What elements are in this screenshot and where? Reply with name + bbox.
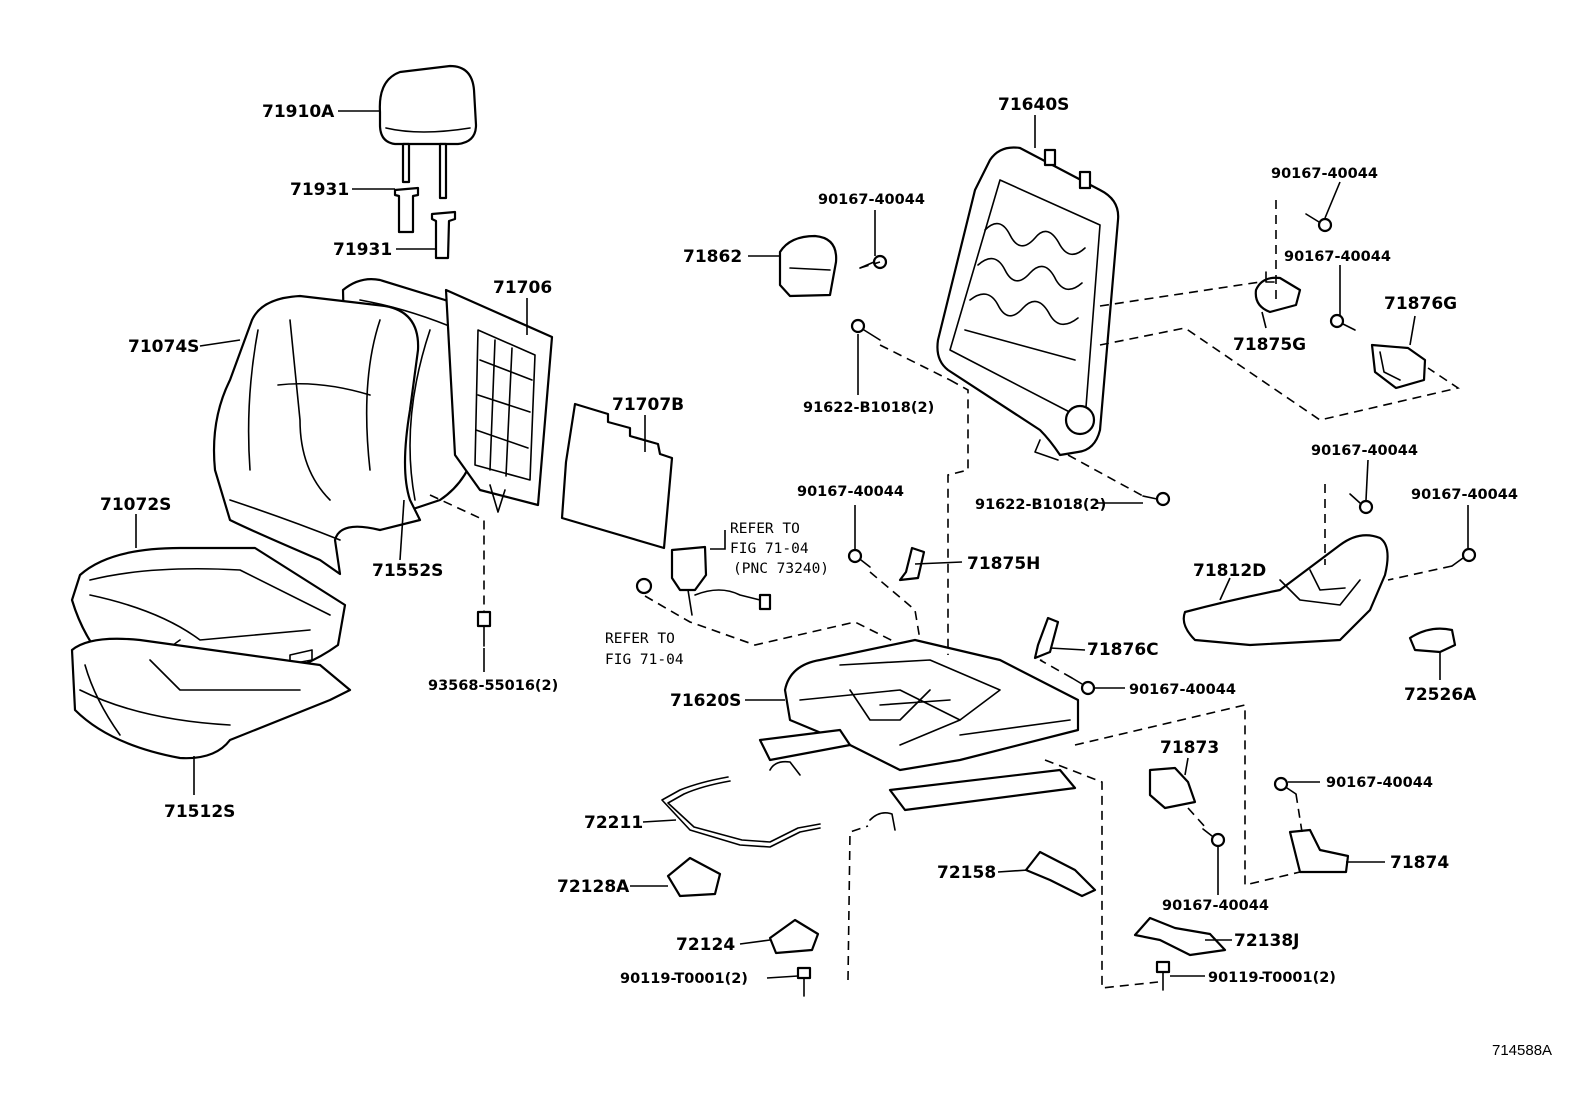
cover-876c-drawing — [1033, 616, 1060, 660]
shield-outer-drawing — [1182, 534, 1389, 647]
assembly-lines — [429, 200, 1460, 989]
note-belt-refer-3: (PNC 73240) — [733, 561, 829, 577]
label-71620s: 71620S — [670, 691, 741, 711]
label-71875h: 71875H — [967, 554, 1040, 574]
label-90167-d: 90167-40044 — [1311, 443, 1418, 459]
hinge-cover-876g-drawing — [1370, 343, 1427, 390]
label-71512s: 71512S — [164, 802, 235, 822]
label-72124: 72124 — [676, 935, 735, 955]
bolt-icons — [476, 213, 1477, 997]
bracket-71873-drawing — [1148, 766, 1197, 810]
label-72128a: 72128A — [557, 877, 630, 897]
label-71931-b: 71931 — [333, 240, 392, 260]
bolt-icon — [1155, 960, 1171, 991]
wire-72211-drawing — [661, 776, 821, 848]
label-90167-h: 90167-40044 — [1326, 775, 1433, 791]
label-90167-i: 90167-40044 — [1162, 898, 1269, 914]
label-72158: 72158 — [937, 863, 996, 883]
cover-72158-drawing — [1024, 850, 1097, 898]
label-71910a: 71910A — [262, 102, 335, 122]
hinge-cover-g-drawing — [1254, 271, 1302, 314]
leader-lines — [135, 110, 1469, 979]
label-71640s: 71640S — [998, 95, 1069, 115]
bolt-icon — [847, 548, 871, 568]
bolt-icon — [796, 966, 812, 997]
note-belt-refer-1: REFER TO — [730, 521, 800, 537]
back-board-drawing — [444, 288, 554, 513]
headrest-drawing — [378, 64, 478, 200]
bracket-71874-drawing — [1288, 828, 1350, 874]
diagram-reference-number: 714588A — [1492, 1042, 1552, 1059]
bolt-icon — [476, 610, 492, 647]
label-71876c: 71876C — [1087, 640, 1159, 660]
label-90167-e: 90167-40044 — [1411, 487, 1518, 503]
belt-buckle-drawing — [670, 545, 772, 616]
bolt-icon — [1071, 677, 1096, 696]
label-71874: 71874 — [1390, 853, 1449, 873]
cover-72138j-drawing — [1133, 916, 1227, 957]
label-71707b: 71707B — [612, 395, 684, 415]
label-90119-a: 90119-T0001(2) — [620, 971, 748, 987]
label-71072s: 71072S — [100, 495, 171, 515]
note-anchor-refer-2: FIG 71-04 — [605, 652, 684, 668]
label-93568: 93568-55016(2) — [428, 678, 558, 694]
bolt-icon — [1329, 313, 1356, 331]
part-labels: 71910A 71931 71931 71074S 71706 71707B 7… — [100, 95, 1518, 987]
label-71074s: 71074S — [128, 337, 199, 357]
back-sheet-drawing — [560, 402, 674, 550]
label-71931-a: 71931 — [290, 180, 349, 200]
anchor-bolt-drawing — [635, 577, 653, 595]
note-anchor-refer-1: REFER TO — [605, 631, 675, 647]
side-cover-upper-drawing — [778, 234, 838, 298]
label-90167-g: 90167-40044 — [1129, 682, 1236, 698]
hinge-cover-h-drawing — [898, 546, 926, 582]
headrest-guide-drawing-2 — [430, 210, 457, 260]
label-71812d: 71812D — [1193, 561, 1266, 581]
bolt-icon — [850, 318, 881, 341]
bolt-icon — [1273, 776, 1297, 795]
reference-notes: REFER TO FIG 71-04 (PNC 73240) REFER TO … — [605, 521, 829, 668]
label-72211: 72211 — [584, 813, 643, 833]
headrest-guide-drawing-1 — [393, 186, 420, 234]
label-71876g: 71876G — [1384, 294, 1457, 314]
note-belt-refer-2: FIG 71-04 — [730, 541, 809, 557]
bolt-icon — [1305, 213, 1333, 233]
bolt-icon — [1202, 828, 1226, 848]
bolt-icon — [1451, 547, 1477, 567]
back-cover-drawing — [212, 294, 422, 576]
label-90167-c: 90167-40044 — [1284, 249, 1391, 265]
label-72526a: 72526A — [1404, 685, 1477, 705]
knob-drawing — [1408, 627, 1457, 654]
bolt-icon — [1142, 491, 1171, 507]
label-90119-b: 90119-T0001(2) — [1208, 970, 1336, 986]
cover-72124-drawing — [768, 918, 820, 955]
bolt-icon — [1349, 493, 1374, 515]
label-71552s: 71552S — [372, 561, 443, 581]
cushion-frame-drawing — [758, 638, 1080, 831]
cushion-pad-drawing — [70, 637, 352, 760]
label-91622-a: 91622-B1018(2) — [803, 400, 934, 416]
label-90167-b: 90167-40044 — [1271, 166, 1378, 182]
label-90167-f: 90167-40044 — [797, 484, 904, 500]
label-71875g: 71875G — [1233, 335, 1306, 355]
label-71706: 71706 — [493, 278, 552, 298]
label-72138j: 72138J — [1234, 931, 1299, 951]
label-90167-a: 90167-40044 — [818, 192, 925, 208]
cover-72128a-drawing — [666, 856, 722, 898]
label-71862: 71862 — [683, 247, 742, 267]
label-71873: 71873 — [1160, 738, 1219, 758]
back-frame-drawing — [936, 146, 1120, 461]
label-91622-b: 91622-B1018(2) — [975, 497, 1106, 513]
